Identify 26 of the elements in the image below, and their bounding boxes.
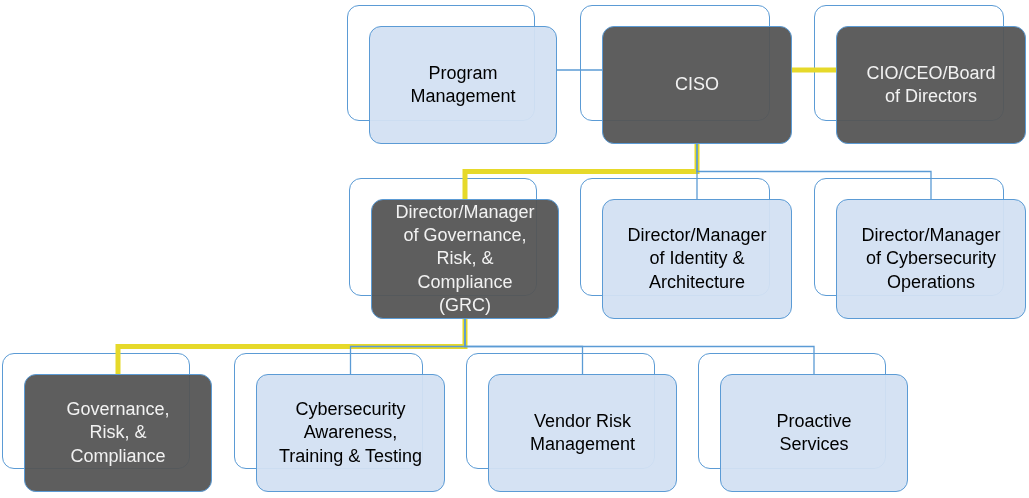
org-chart-card — [256, 374, 445, 492]
role-title: Governance, Risk, & Compliance — [65, 397, 171, 468]
role-title: CISO — [675, 73, 719, 97]
org-chart-card — [371, 199, 559, 319]
connector-line — [792, 67, 836, 73]
org-chart-card — [369, 26, 557, 144]
org-chart-card — [720, 374, 908, 492]
role-title: Director/Manager of Cybersecurity Operations — [860, 223, 1002, 294]
org-chart-card — [24, 374, 212, 492]
org-chart-card — [836, 199, 1026, 319]
role-title: Director/Manager of Governance, Risk, & Compliance (GRC) — [394, 200, 536, 318]
org-chart-card — [488, 374, 677, 492]
role-title: CIO/CEO/Board of Directors — [865, 61, 997, 108]
connector-line — [556, 69, 603, 71]
role-title: Vendor Risk Management — [528, 409, 637, 456]
connector-line — [464, 318, 815, 375]
org-chart-card — [836, 26, 1026, 144]
role-title: Program Management — [409, 61, 517, 108]
connector-line — [462, 144, 700, 199]
role-title: Director/Manager of Identity & Architecture — [626, 223, 768, 294]
org-chart-card — [602, 199, 792, 319]
org-chart-card — [602, 26, 792, 144]
role-title: Cybersecurity Awareness, Training & Testing — [277, 397, 424, 468]
connector-line — [696, 143, 932, 200]
connector-line — [115, 319, 468, 374]
role-title: Proactive Services — [775, 409, 853, 456]
